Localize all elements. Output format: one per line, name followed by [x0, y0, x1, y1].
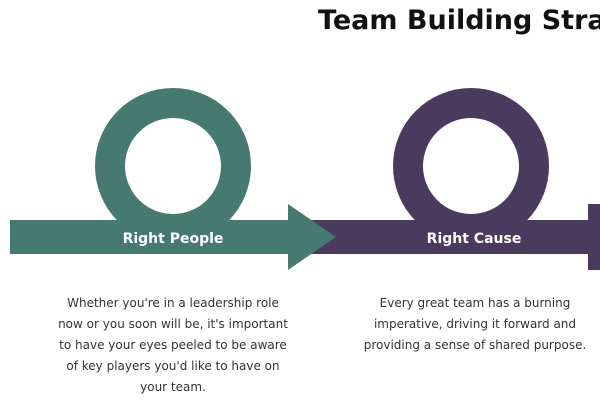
- step-right-cause: Right Cause: [300, 88, 600, 270]
- right-people-description: Whether you're in a leadership role now …: [58, 296, 288, 394]
- right-cause-description: Every great team has a burning imperativ…: [363, 296, 587, 352]
- right-cause-loop-ring: [393, 88, 549, 244]
- right-cause-arrow: [300, 204, 600, 270]
- step-right-people: Right People: [10, 88, 336, 270]
- slide-title: Team Building Strategy: [318, 5, 600, 36]
- right-people-arrow: [10, 204, 336, 270]
- right-people-label: Right People: [123, 231, 224, 247]
- right-cause-label: Right Cause: [427, 231, 522, 247]
- right-people-loop-ring: [95, 88, 251, 244]
